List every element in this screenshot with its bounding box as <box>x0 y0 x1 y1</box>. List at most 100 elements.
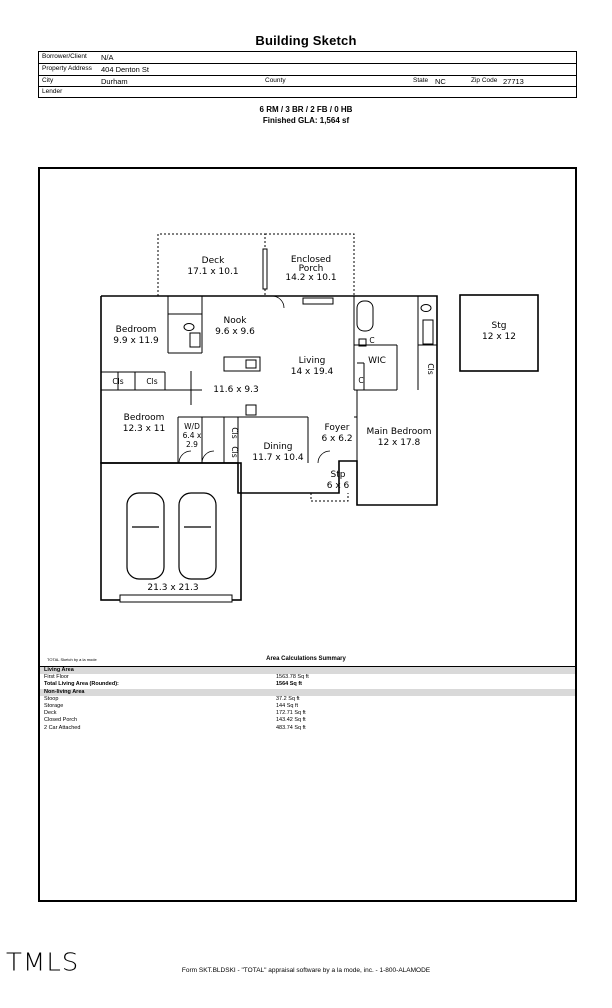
porch-size: 14.2 x 10.1 <box>285 273 336 283</box>
area-name: Storage <box>44 702 64 709</box>
closet-label: Cls <box>426 363 435 374</box>
sink-icon <box>422 319 434 345</box>
fireplace-icon <box>302 297 334 305</box>
porch-label: Enclosed <box>291 255 331 265</box>
area-row: First Floor 1563.78 Sq ft <box>40 674 575 681</box>
area-value: 144 Sq ft <box>276 702 299 709</box>
nonliving-area-header: Non-living Area <box>40 688 575 696</box>
area-calculations-table: Living Area First Floor 1563.78 Sq ft To… <box>40 666 575 732</box>
section-label: Non-living Area <box>44 688 85 695</box>
section-label: Living Area <box>44 667 74 673</box>
laundry-size: 6.4 x <box>183 431 202 440</box>
borrower-label: Borrower/Client <box>42 53 87 60</box>
page-title: Building Sketch <box>255 33 357 48</box>
stoop-outline <box>310 493 349 502</box>
kitchen-sink-icon <box>245 359 257 369</box>
area-name: Closed Porch <box>44 717 78 724</box>
sketch-frame <box>38 167 577 902</box>
living-area-header: Living Area <box>40 667 575 675</box>
main-bedroom-label: Main Bedroom <box>366 427 431 437</box>
closet-label: Cls <box>112 377 123 386</box>
bedroom-2-label: Bedroom <box>124 413 165 423</box>
storage-outline <box>459 294 539 372</box>
storage-label: Stg <box>492 321 507 331</box>
door-swing <box>201 450 215 464</box>
garage-size: 21.3 x 21.3 <box>147 583 198 593</box>
storage-size: 12 x 12 <box>482 332 516 342</box>
tmls-logo: TMLS <box>6 948 80 978</box>
bedroom-1-label: Bedroom <box>116 325 157 335</box>
area-value: 143.42 Sq ft <box>276 717 306 724</box>
foyer-size: 6 x 6.2 <box>321 434 352 444</box>
area-row: 2 Car Attached 483.74 Sq ft <box>40 725 575 732</box>
door-swing <box>317 450 331 464</box>
bedroom-1-size: 9.9 x 11.9 <box>113 336 159 346</box>
closet-label: Cls <box>146 377 157 386</box>
door-swing <box>271 295 285 309</box>
main-bedroom-size: 12 x 17.8 <box>378 438 421 448</box>
door-swing <box>178 450 192 464</box>
deck-label: Deck <box>202 256 225 266</box>
stoop-size: 6 x 6 <box>327 481 350 491</box>
laundry-label: W/D <box>184 422 200 431</box>
bedroom-2-size: 12.3 x 11 <box>123 424 166 434</box>
dining-size: 11.7 x 10.4 <box>252 453 303 463</box>
area-row: Total Living Area (Rounded): 1564 Sq ft <box>40 681 575 688</box>
closet-c-label: C <box>358 376 363 385</box>
area-value: 37.2 Sq ft <box>276 695 300 702</box>
area-name: Total Living Area (Rounded): <box>44 681 119 688</box>
borrower-row: Borrower/Client N/A <box>39 52 576 63</box>
closet-shelf-icon <box>358 338 367 347</box>
zip-label: Zip Code <box>471 77 498 84</box>
area-name: Stoop <box>44 695 59 702</box>
laundry-size-2: 2.9 <box>186 440 198 449</box>
garage-outline <box>100 462 242 601</box>
county-label: County <box>265 77 286 84</box>
area-name: 2 Car Attached <box>44 724 81 731</box>
living-size: 14 x 19.4 <box>291 367 334 377</box>
wic-label: WIC <box>368 356 386 366</box>
dining-label: Dining <box>263 442 292 452</box>
toilet-icon <box>183 323 195 331</box>
zip-value: 27713 <box>503 77 524 86</box>
bathtub-icon <box>356 300 374 332</box>
sketch-credit: TOTAL Sketch by a la mode <box>47 657 97 662</box>
area-row: Stoop 37.2 Sq ft <box>40 696 575 703</box>
stoop-label: Stp <box>331 470 346 480</box>
area-value: 1564 Sq ft <box>276 681 302 688</box>
toilet-icon <box>420 304 432 312</box>
gla-summary: Finished GLA: 1,564 sf <box>262 116 350 125</box>
address-value: 404 Denton St <box>101 65 149 74</box>
area-row: Closed Porch 143.42 Sq ft <box>40 717 575 724</box>
state-value: NC <box>435 77 446 86</box>
nook-label: Nook <box>224 316 248 326</box>
area-name: First Floor <box>44 674 69 681</box>
area-row: Deck 172.71 Sq ft <box>40 710 575 717</box>
closet-label: Cls <box>230 446 239 457</box>
enclosed-porch-outline <box>265 233 355 296</box>
sink-icon <box>189 332 201 348</box>
living-label: Living <box>299 356 326 366</box>
borrower-value: N/A <box>101 53 114 62</box>
property-info-table: Borrower/Client N/A Property Address 404… <box>38 51 577 98</box>
porch-door-icon <box>262 248 268 290</box>
car-right <box>178 492 217 580</box>
state-label: State <box>413 77 429 84</box>
closet-c-label: C <box>369 336 374 345</box>
city-value: Durham <box>101 77 128 86</box>
lender-label: Lender <box>42 88 63 95</box>
closet-label: Cls <box>230 427 239 438</box>
nook-size: 9.6 x 9.6 <box>215 327 255 337</box>
floor-plan: Deck 17.1 x 10.1 Enclosed Porch 14.2 x 1… <box>100 233 539 603</box>
garage-door-icon <box>119 594 233 603</box>
area-value: 172.71 Sq ft <box>276 710 306 717</box>
area-row: Storage 144 Sq ft <box>40 703 575 710</box>
form-footer: Form SKT.BLDSKI - "TOTAL" appraisal soft… <box>181 967 431 974</box>
car-left <box>126 492 165 580</box>
city-row: City Durham County State NC Zip Code 277… <box>39 75 576 87</box>
deck-size: 17.1 x 10.1 <box>187 267 238 277</box>
address-row: Property Address 404 Denton St <box>39 63 576 75</box>
car-icons <box>126 492 217 580</box>
foyer-label: Foyer <box>325 423 350 433</box>
cooktop-icon <box>245 404 257 416</box>
